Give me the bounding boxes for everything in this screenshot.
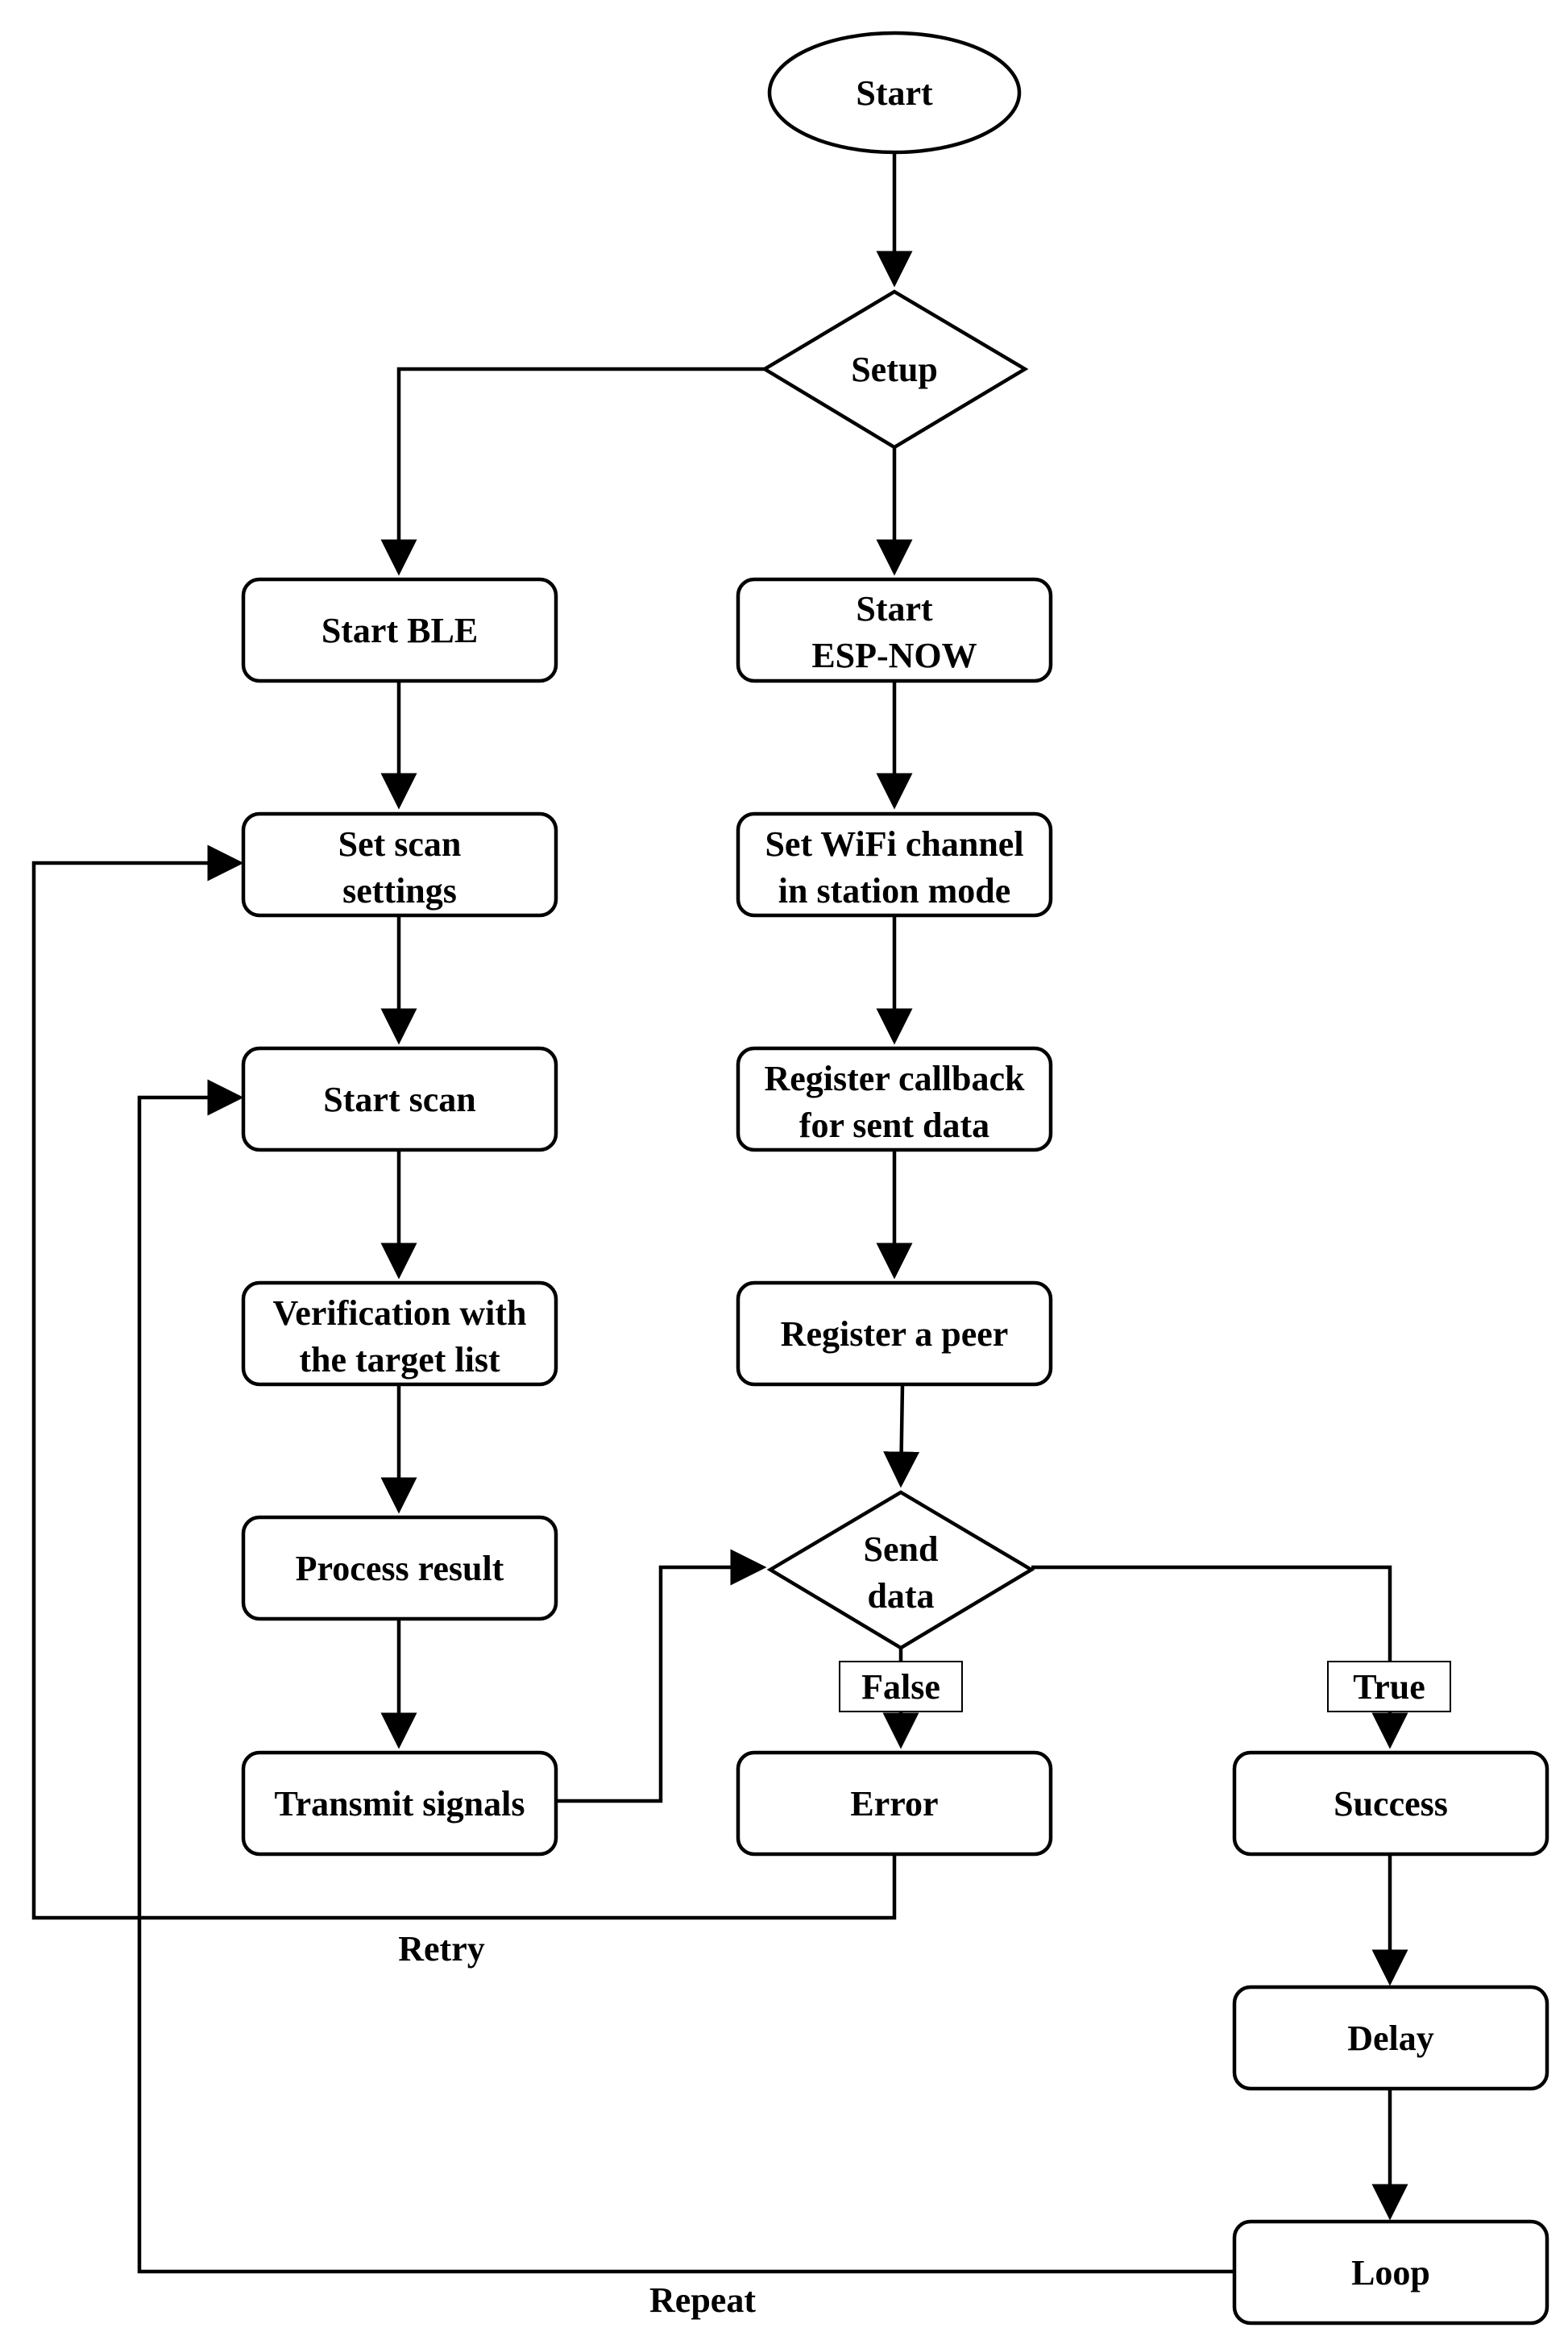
false-edge-label: False (839, 1661, 963, 1712)
verification-label-line1: Verification with (273, 1293, 527, 1333)
send-data-decision: Send data (766, 1490, 1035, 1650)
delay-node: Delay (1232, 1985, 1549, 2091)
register-callback-label-line2: for sent data (799, 1106, 989, 1145)
register-peer-label: Register a peer (781, 1314, 1009, 1354)
setup-decision: Setup (761, 289, 1029, 450)
register-callback-label-line1: Register callback (764, 1059, 1025, 1098)
verification-node: Verification with the target list (241, 1280, 558, 1387)
set-wifi-label-line2: in station mode (778, 871, 1010, 911)
set-wifi-node: Set WiFi channel in station mode (736, 811, 1053, 918)
transmit-signals-node: Transmit signals (241, 1750, 558, 1857)
loop-node: Loop (1232, 2219, 1549, 2326)
edge-send-data-success (1031, 1565, 1408, 1749)
repeat-label: Repeat (649, 2280, 756, 2320)
set-scan-node: Set scan settings (241, 811, 558, 918)
start-espnow-label-line2: ESP-NOW (811, 636, 977, 675)
register-peer-node: Register a peer (736, 1280, 1053, 1387)
error-node: Error (736, 1750, 1053, 1857)
edges (31, 153, 1408, 2274)
edge-transmit-send-data (556, 1549, 767, 1803)
error-label: Error (850, 1784, 938, 1824)
start-ble-node: Start BLE (241, 577, 558, 683)
edge-loop-start-scan-repeat (137, 1079, 1233, 2274)
setup-decision-label: Setup (851, 350, 938, 389)
start-espnow-label-line1: Start (856, 589, 933, 629)
send-data-label-line2: data (867, 1576, 934, 1616)
success-label: Success (1334, 1784, 1448, 1824)
verification-label-line2: the target list (299, 1340, 500, 1380)
edge-setup-start-ble (380, 367, 765, 576)
delay-label: Delay (1347, 2019, 1434, 2058)
start-scan-label: Start scan (323, 1080, 475, 1119)
retry-label: Retry (398, 1929, 485, 1969)
edge-error-set-scan-retry (31, 844, 897, 1920)
true-edge-label: True (1327, 1661, 1451, 1712)
true-label-text: True (1353, 1667, 1425, 1707)
false-label-text: False (861, 1667, 940, 1707)
set-scan-label-line1: Set scan (338, 824, 462, 864)
send-data-label-line1: Send (864, 1529, 939, 1569)
start-node-label: Start (856, 73, 933, 113)
set-scan-label-line2: settings (342, 871, 457, 911)
register-callback-node: Register callback for sent data (736, 1046, 1053, 1152)
start-scan-node: Start scan (241, 1046, 558, 1152)
process-result-node: Process result (241, 1515, 558, 1621)
start-node: Start (767, 31, 1022, 155)
loop-label: Loop (1351, 2253, 1430, 2292)
edge-register-peer-send-data (883, 1384, 920, 1488)
success-node: Success (1232, 1750, 1549, 1857)
start-ble-label: Start BLE (321, 611, 478, 650)
process-result-label: Process result (296, 1549, 504, 1588)
set-wifi-label-line1: Set WiFi channel (765, 824, 1023, 864)
start-espnow-node: Start ESP-NOW (736, 577, 1053, 683)
transmit-signals-label: Transmit signals (275, 1784, 525, 1824)
